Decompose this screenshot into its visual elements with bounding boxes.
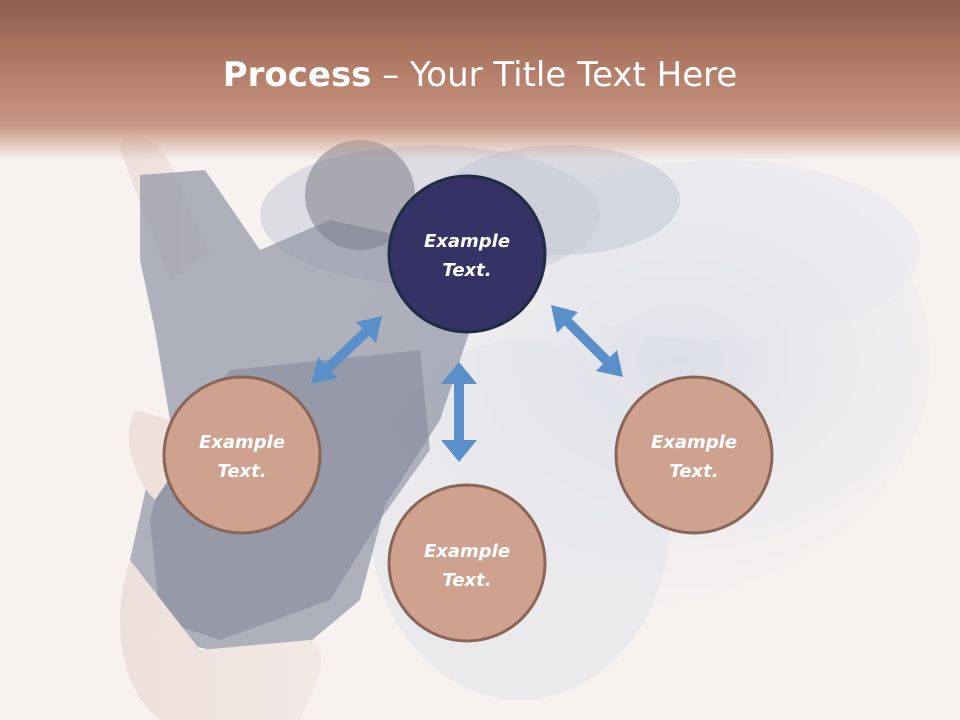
node-bottom: Example Text.: [387, 483, 547, 643]
title-banner: [0, 0, 960, 160]
slide-title: Process – Your Title Text Here: [0, 52, 960, 98]
node-top-line1: Example: [424, 231, 510, 252]
node-right-line1: Example: [651, 432, 737, 453]
node-bottom-line1: Example: [424, 541, 510, 562]
double-arrow-icon: [311, 316, 382, 384]
title-bold: Process: [222, 55, 372, 95]
double-arrow-icon: [551, 305, 623, 377]
title-rest: – Your Title Text Here: [371, 55, 738, 95]
node-top: Example Text.: [387, 174, 547, 334]
node-right: Example Text.: [614, 375, 774, 535]
node-top-line2: Text.: [442, 260, 491, 281]
node-left-line1: Example: [199, 432, 285, 453]
node-bottom-line2: Text.: [442, 570, 491, 591]
double-arrow-icon: [441, 362, 477, 462]
node-right-line2: Text.: [669, 461, 718, 482]
node-left-line2: Text.: [217, 461, 266, 482]
node-left: Example Text.: [162, 375, 322, 535]
